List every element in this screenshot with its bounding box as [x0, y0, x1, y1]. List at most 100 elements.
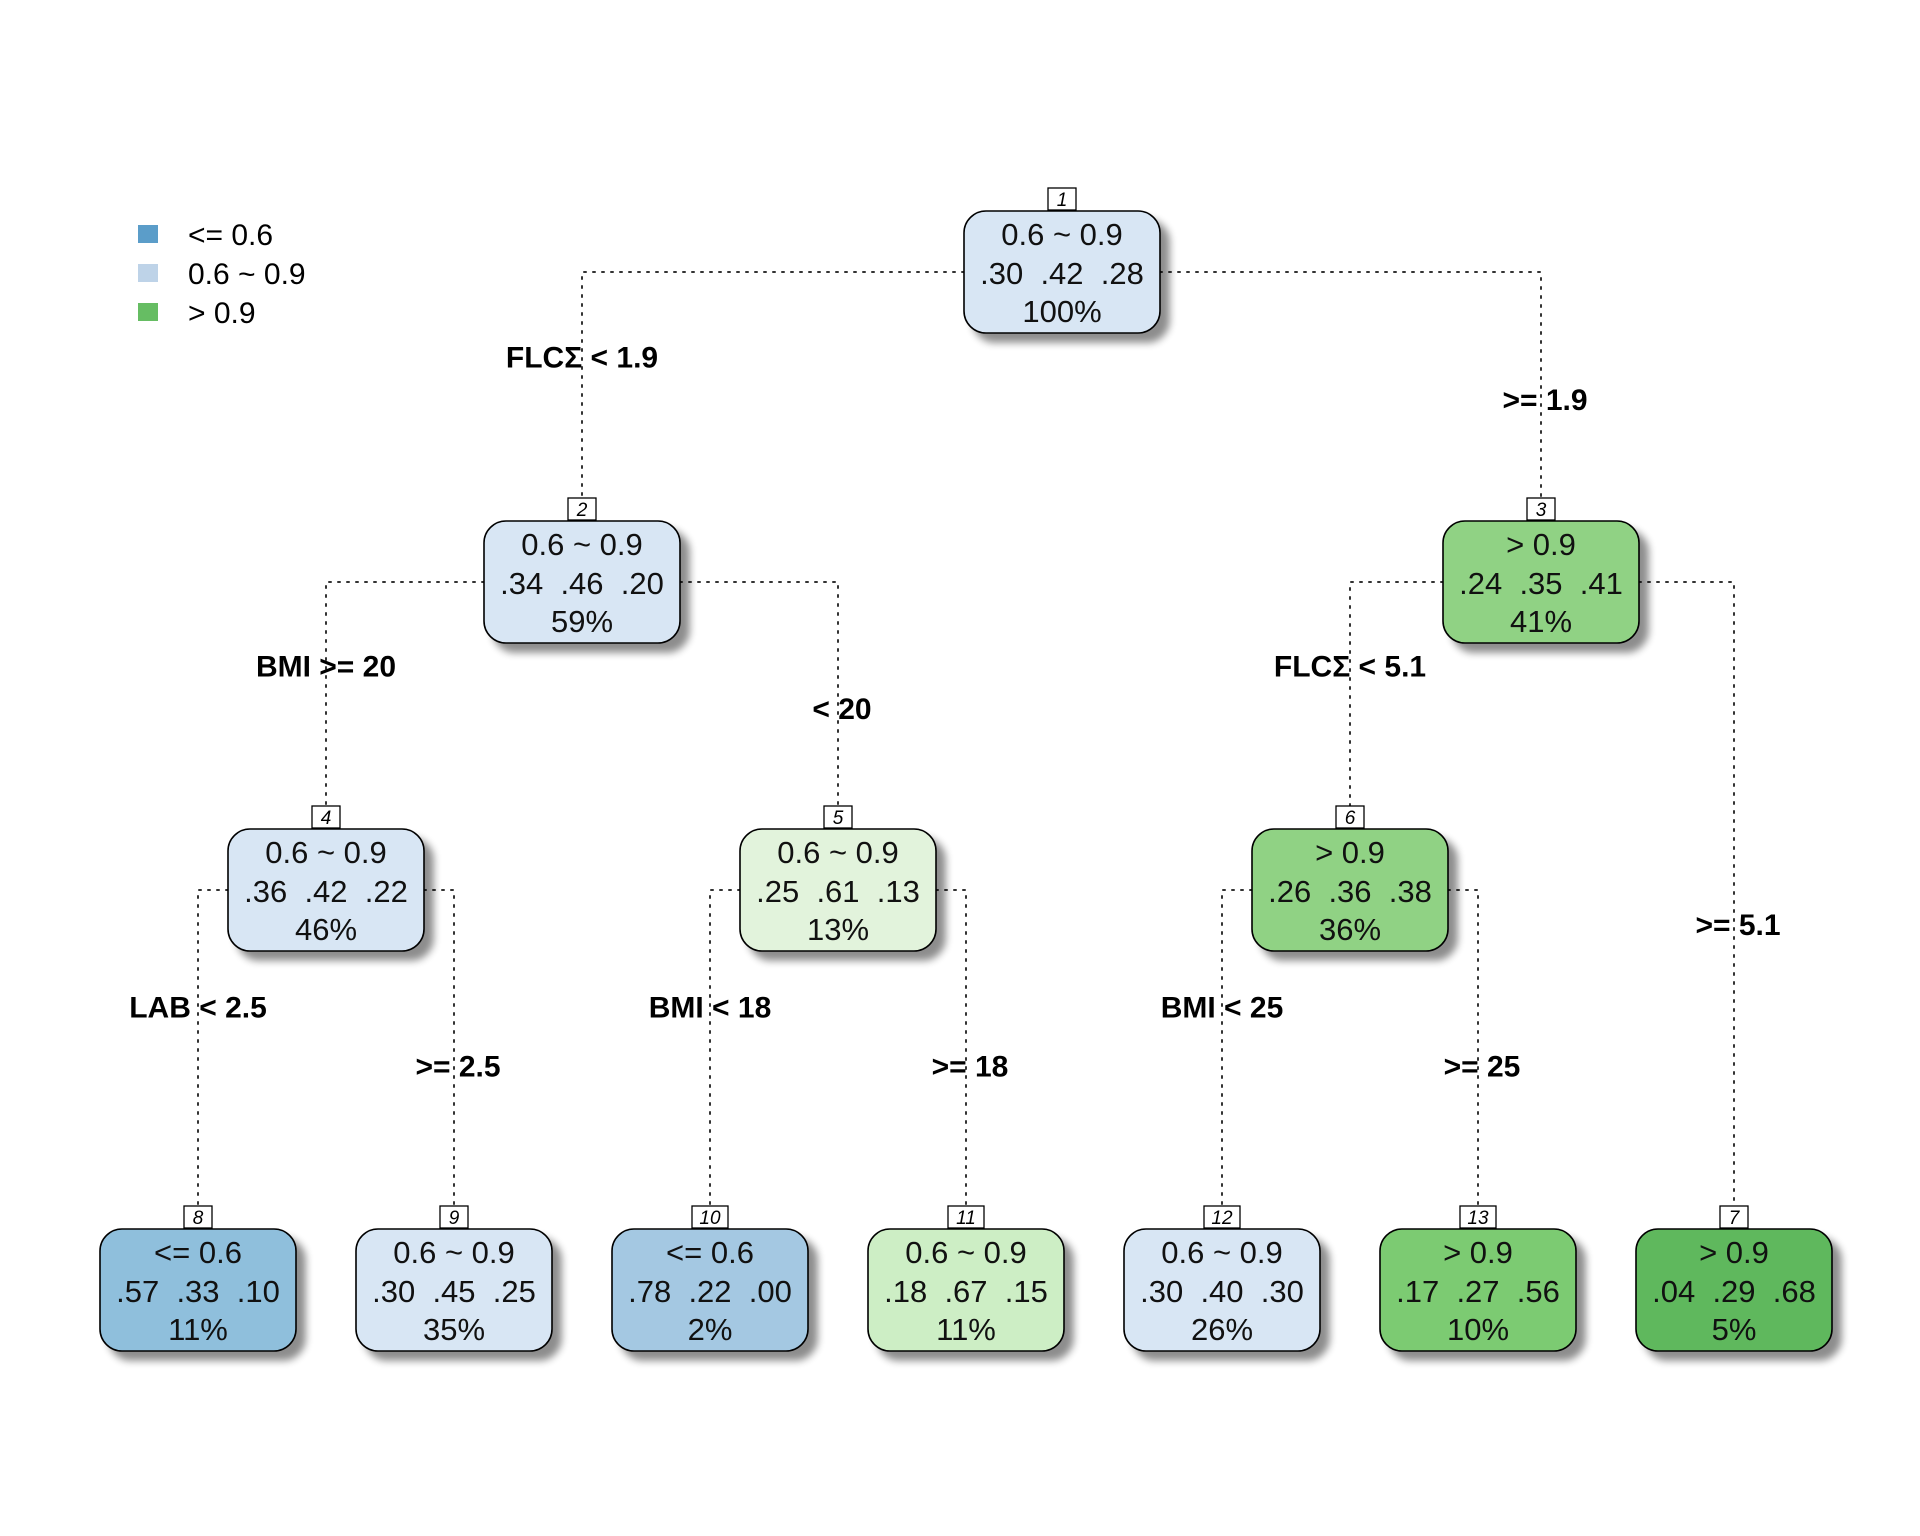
node-class: 0.6 ~ 0.9 [1161, 1235, 1283, 1270]
node-id-box [1203, 1205, 1241, 1229]
node-probabilities: .34 .46 .20 [500, 566, 664, 601]
node-box [1123, 1228, 1321, 1352]
node-percent: 35% [423, 1312, 485, 1347]
split-label-right: >= 1.9 [1502, 384, 1587, 417]
node-id-box [1526, 497, 1556, 521]
node-class: 0.6 ~ 0.9 [265, 835, 387, 870]
node-id: 2 [576, 500, 588, 521]
node-percent: 11% [936, 1312, 996, 1347]
legend: <= 0.60.6 ~ 0.9> 0.9 [138, 219, 306, 330]
edge-right [423, 889, 455, 1218]
node-box [739, 828, 937, 952]
node-probabilities: .04 .29 .68 [1652, 1274, 1816, 1309]
node-id-box [183, 1205, 213, 1229]
split-label-right: < 20 [812, 693, 871, 726]
node-box [867, 1228, 1065, 1352]
node-class: 0.6 ~ 0.9 [1001, 217, 1123, 252]
node-percent: 2% [688, 1312, 733, 1347]
split-label-right: >= 18 [932, 1051, 1009, 1084]
node-class: > 0.9 [1315, 835, 1385, 870]
node-box [963, 210, 1161, 334]
node-percent: 11% [168, 1312, 228, 1347]
node-percent: 100% [1022, 294, 1101, 329]
split-label-left: FLCΣ < 5.1 [1274, 651, 1426, 684]
edge-left [325, 581, 485, 818]
node-percent: 13% [807, 912, 869, 947]
edge-left [1221, 889, 1253, 1218]
legend-swatch [138, 303, 158, 321]
legend-label: <= 0.6 [188, 219, 273, 252]
node-id-box [1719, 1205, 1749, 1229]
node-id: 4 [321, 808, 332, 829]
tree-node: 10<= 0.6.78 .22 .002% [611, 1205, 809, 1352]
split-label-left: LAB < 2.5 [129, 992, 267, 1025]
node-class: > 0.9 [1699, 1235, 1769, 1270]
edge-left [1349, 581, 1444, 818]
legend-label: 0.6 ~ 0.9 [188, 258, 306, 291]
node-class: <= 0.6 [154, 1235, 242, 1270]
node-id-box [691, 1205, 729, 1229]
split-label-left: FLCΣ < 1.9 [506, 341, 658, 374]
edge-right [1638, 581, 1735, 1218]
split-label-right: >= 2.5 [415, 1051, 500, 1084]
node-id: 12 [1211, 1208, 1233, 1229]
node-class: > 0.9 [1443, 1235, 1513, 1270]
node-box [1379, 1228, 1577, 1352]
node-box [611, 1228, 809, 1352]
node-id: 3 [1536, 500, 1547, 521]
node-id-box [1047, 187, 1077, 211]
node-percent: 59% [551, 604, 613, 639]
legend-item: <= 0.6 [138, 219, 273, 252]
node-id: 8 [193, 1208, 204, 1229]
node-probabilities: .30 .40 .30 [1140, 1274, 1304, 1309]
node-id-box [1335, 805, 1365, 829]
node-id: 6 [1345, 808, 1356, 829]
node-class: 0.6 ~ 0.9 [777, 835, 899, 870]
node-id-box [823, 805, 853, 829]
node-id: 5 [833, 808, 844, 829]
node-box [1442, 520, 1640, 644]
node-id: 1 [1057, 190, 1068, 211]
node-class: 0.6 ~ 0.9 [905, 1235, 1027, 1270]
node-id-box [947, 1205, 985, 1229]
node-id: 13 [1467, 1208, 1489, 1229]
split-label-right: >= 25 [1444, 1051, 1521, 1084]
node-percent: 46% [295, 912, 357, 947]
node-probabilities: .24 .35 .41 [1459, 566, 1623, 601]
node-id-box [567, 497, 597, 521]
edge-left [197, 889, 229, 1218]
node-percent: 10% [1447, 1312, 1509, 1347]
edge-left [581, 271, 965, 510]
node-probabilities: .18 .67 .15 [884, 1274, 1048, 1309]
tree-node: 7> 0.9.04 .29 .685% [1635, 1205, 1833, 1352]
node-id-box [439, 1205, 469, 1229]
edge-right [679, 581, 839, 818]
node-id-box [311, 805, 341, 829]
node-class: <= 0.6 [666, 1235, 754, 1270]
node-box [99, 1228, 297, 1352]
node-probabilities: .57 .33 .10 [116, 1274, 280, 1309]
node-id: 9 [449, 1208, 460, 1229]
node-box [227, 828, 425, 952]
edge-right [1447, 889, 1479, 1218]
node-probabilities: .17 .27 .56 [1396, 1274, 1560, 1309]
node-id: 10 [699, 1208, 721, 1229]
edge-right [1159, 271, 1542, 510]
legend-swatch [138, 264, 158, 282]
node-box [1251, 828, 1449, 952]
split-label-left: BMI < 18 [649, 992, 772, 1025]
node-box [355, 1228, 553, 1352]
node-percent: 41% [1510, 604, 1572, 639]
